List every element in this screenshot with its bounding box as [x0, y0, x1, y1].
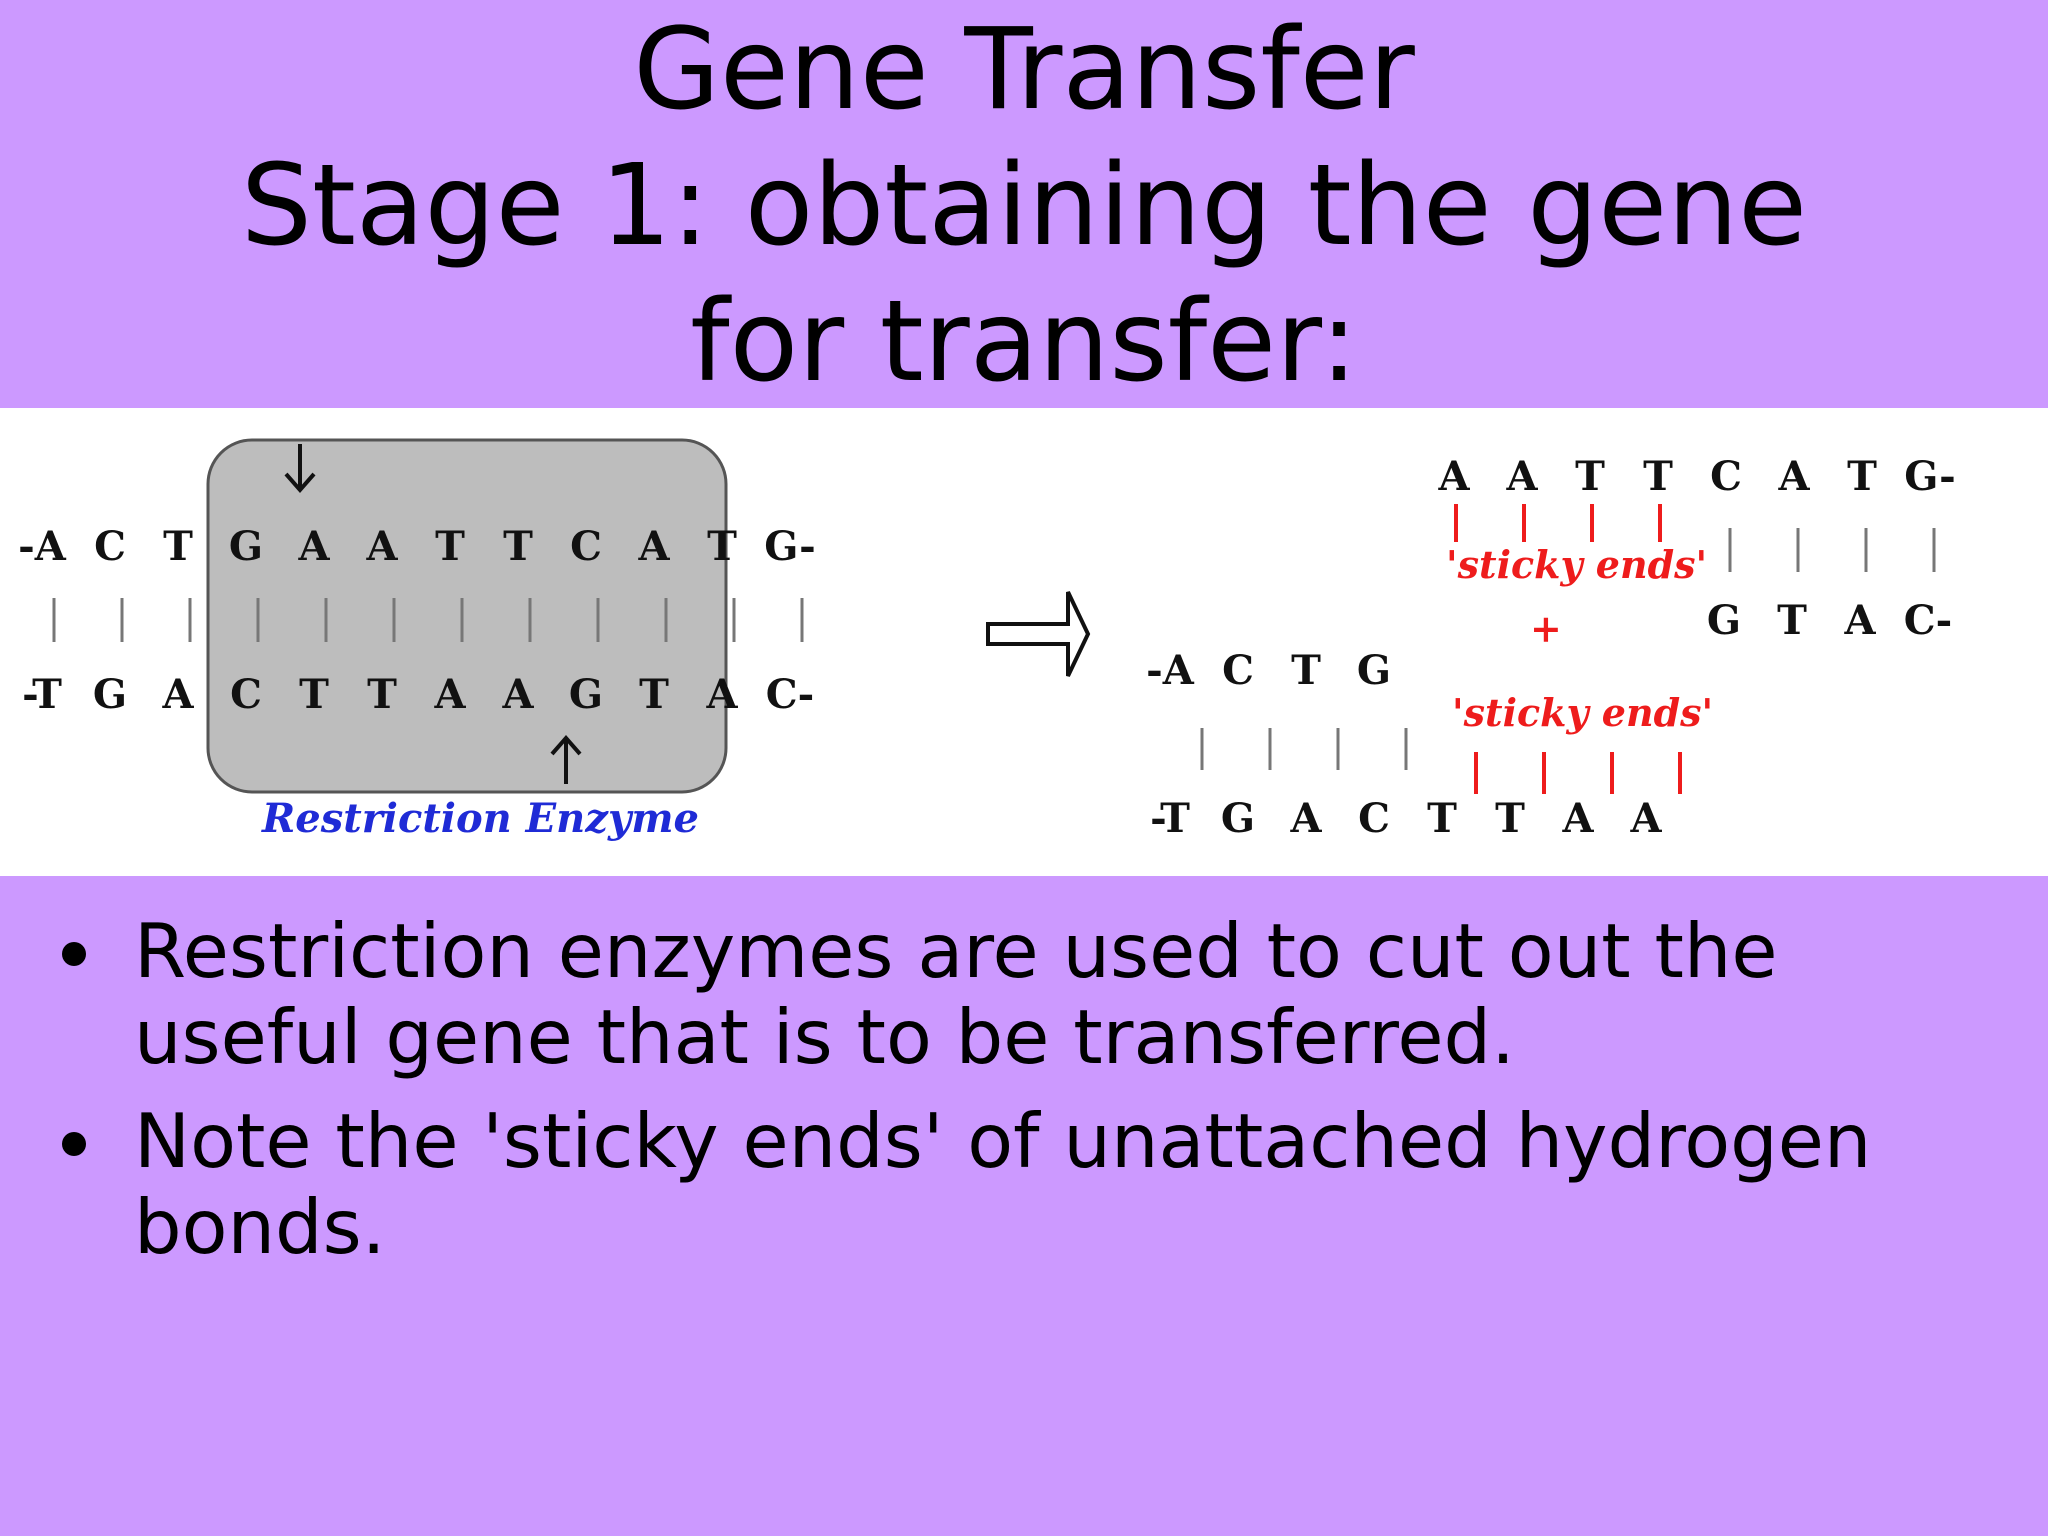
left-top-base: T [503, 523, 533, 570]
left-top-base: G- [764, 523, 816, 570]
stub-sticky-end-bonds [1474, 752, 1682, 794]
stub-bottom-base: A [1629, 795, 1662, 842]
bullet-text-1: Restriction enzymes are used to cut out … [134, 907, 1778, 1081]
sticky-ends-label-1: 'sticky ends' [1446, 542, 1707, 587]
left-hydrogen-bonds [52, 598, 804, 642]
stub-bottom-base: C [1358, 795, 1390, 842]
fragment-bottom-base: G [1707, 597, 1741, 644]
fragment-top-base: A [1777, 453, 1810, 500]
bullet-icon [62, 1132, 86, 1156]
fragment-bottom-base: T [1777, 597, 1807, 644]
stub-top-base: C [1222, 647, 1254, 694]
stub-bottom-base: A [1561, 795, 1594, 842]
left-top-base: T [163, 523, 193, 570]
left-top-base: A [637, 523, 670, 570]
left-bottom-base: A [161, 671, 194, 718]
fragment-top-base: A [1437, 453, 1470, 500]
stub-top-base: G [1357, 647, 1391, 694]
fragment-top-base: T [1643, 453, 1673, 500]
stub-top-base: T [1291, 647, 1321, 694]
bullet-item-2: Note the 'sticky ends' of unattached hyd… [52, 1098, 2012, 1270]
left-top-base: T [707, 523, 737, 570]
left-bottom-base: T [299, 671, 329, 718]
left-bottom-base: T [639, 671, 669, 718]
left-bottom-base: T [367, 671, 397, 718]
left-top-base: G [229, 523, 263, 570]
restriction-enzyme-label: Restriction Enzyme [261, 795, 699, 842]
left-bottom-base: -T [22, 671, 62, 718]
bullet-text-2: Note the 'sticky ends' of unattached hyd… [134, 1097, 1872, 1271]
fragment-sticky-end-bonds [1454, 504, 1662, 542]
fragment-bottom-base: A [1843, 597, 1876, 644]
fragment-top-base: T [1847, 453, 1877, 500]
left-top-base: T [435, 523, 465, 570]
left-bottom-base: C- [766, 671, 814, 718]
left-top-base: -A [18, 523, 67, 570]
stub-hydrogen-bonds [1200, 728, 1408, 770]
fragment-top-base: T [1575, 453, 1605, 500]
left-top-base: C [94, 523, 126, 570]
fragment-hydrogen-bonds [1728, 528, 1936, 572]
bullet-icon [62, 942, 86, 966]
left-bottom-base: A [705, 671, 738, 718]
stub-bottom-base: G [1221, 795, 1255, 842]
title-line-3: for transfer: [690, 277, 1358, 407]
left-bottom-base: A [501, 671, 534, 718]
fragment-bottom-base: C- [1904, 597, 1952, 644]
fragment-top-base: A [1505, 453, 1538, 500]
left-top-base: C [570, 523, 602, 570]
fragment-top-base: G- [1904, 453, 1956, 500]
bullet-item-1: Restriction enzymes are used to cut out … [52, 908, 2012, 1080]
slide-title: Gene Transfer Stage 1: obtaining the gen… [0, 0, 2048, 408]
left-bottom-base: C [230, 671, 262, 718]
stub-bottom-base: T [1495, 795, 1525, 842]
left-top-base: A [297, 523, 330, 570]
title-line-2: Stage 1: obtaining the gene [240, 141, 1808, 271]
cut-arrow-up-icon [550, 734, 582, 784]
left-bottom-base: G [569, 671, 603, 718]
process-arrow-icon [986, 591, 1091, 677]
left-top-base: A [365, 523, 398, 570]
title-line-1: Gene Transfer [633, 5, 1415, 135]
left-bottom-base: G [93, 671, 127, 718]
left-bottom-base: A [433, 671, 466, 718]
stub-bottom-base: A [1289, 795, 1322, 842]
fragment-top-base: C [1710, 453, 1742, 500]
sticky-ends-label-2: 'sticky ends' [1452, 690, 1713, 735]
stub-bottom-base: -T [1150, 795, 1190, 842]
stub-top-base: -A [1146, 647, 1195, 694]
plus-sign: + [1530, 606, 1562, 651]
bullet-list: Restriction enzymes are used to cut out … [52, 908, 2012, 1288]
cut-arrow-down-icon [284, 444, 316, 494]
stub-bottom-base: T [1427, 795, 1457, 842]
restriction-enzyme-box [206, 438, 728, 794]
